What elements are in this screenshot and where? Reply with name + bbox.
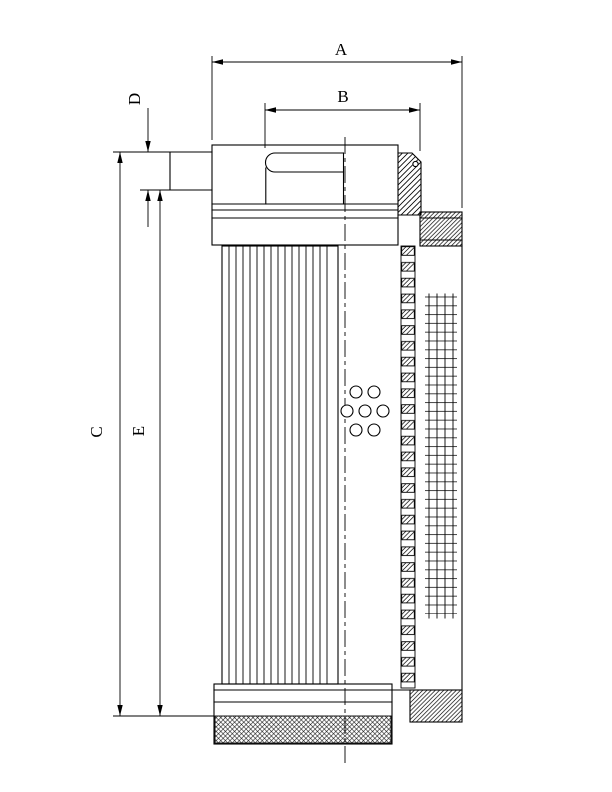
top-end-cap bbox=[169, 144, 422, 246]
arrowhead bbox=[145, 190, 151, 201]
arrowhead bbox=[409, 107, 420, 113]
bottom-end-cap bbox=[213, 683, 411, 745]
dimension-e: E bbox=[129, 190, 163, 716]
arrowhead bbox=[451, 59, 462, 65]
bypass-handle bbox=[264, 152, 345, 173]
side-port bbox=[169, 151, 213, 191]
arrowhead bbox=[117, 152, 123, 163]
dimension-label-d: D bbox=[125, 93, 144, 105]
pleat-lines bbox=[228, 245, 328, 685]
arrowhead bbox=[117, 705, 123, 716]
perforation-hole bbox=[367, 385, 381, 399]
bottom-cap-outline bbox=[213, 683, 393, 745]
dimensions: A B C D bbox=[87, 40, 463, 717]
top-seal-block bbox=[419, 211, 463, 247]
arrowhead bbox=[212, 59, 223, 65]
outer-shell bbox=[400, 211, 463, 723]
perforation-holes bbox=[340, 385, 390, 437]
gasket-hatch bbox=[214, 715, 392, 744]
filter-element bbox=[169, 144, 463, 745]
perforation-hole bbox=[367, 423, 381, 437]
vent-hole bbox=[412, 160, 419, 168]
arrowhead bbox=[145, 141, 151, 152]
bottom-seal-block bbox=[409, 689, 463, 723]
dimension-c: C bbox=[87, 151, 214, 717]
dimension-label-a: A bbox=[335, 40, 348, 59]
perforation-hole bbox=[358, 404, 372, 418]
perforation-hole bbox=[349, 385, 363, 399]
arrowhead bbox=[157, 190, 163, 201]
arrowhead bbox=[157, 705, 163, 716]
spring-coil-rungs bbox=[425, 296, 457, 614]
perforation-hole bbox=[349, 423, 363, 437]
dimension-label-e: E bbox=[129, 426, 148, 436]
perforated-wall bbox=[400, 245, 416, 689]
perforation-hole bbox=[340, 404, 354, 418]
dimension-label-c: C bbox=[87, 426, 106, 437]
thread-hatch bbox=[397, 152, 422, 216]
dimension-b: B bbox=[264, 87, 421, 151]
dimension-d: D bbox=[125, 93, 170, 227]
dimension-label-b: B bbox=[337, 87, 348, 106]
dimension-a: A bbox=[211, 40, 463, 208]
arrowhead bbox=[265, 107, 276, 113]
perforation-hole bbox=[376, 404, 390, 418]
